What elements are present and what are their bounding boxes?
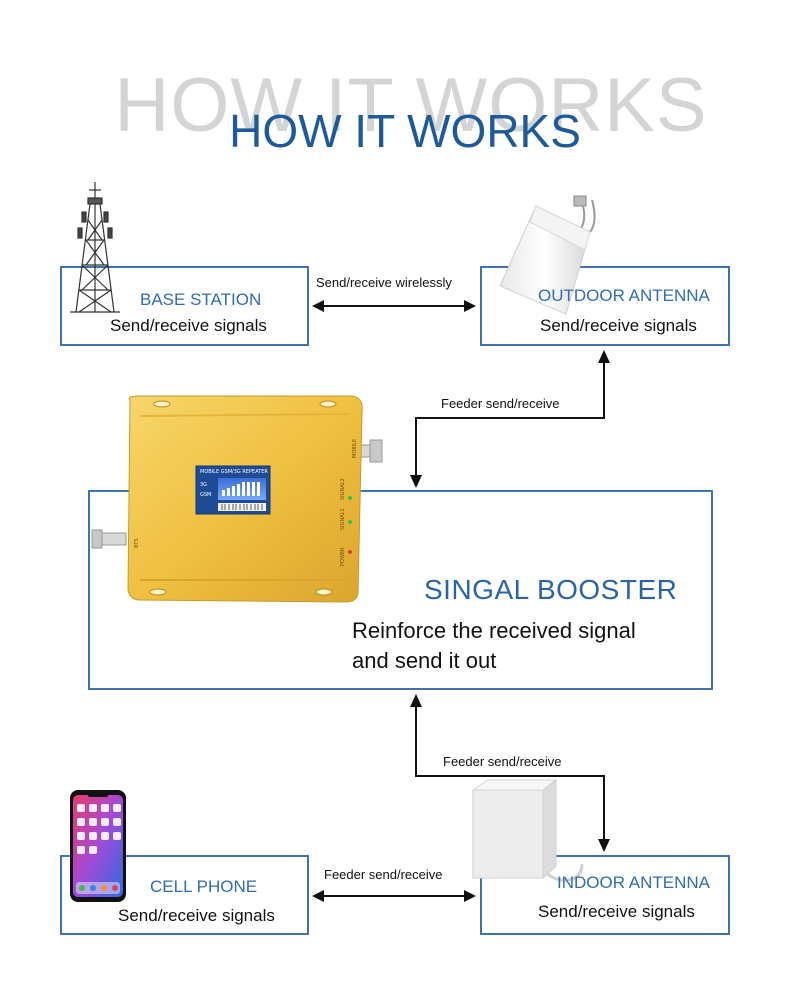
title-shadow: HOW IT WORKS — [114, 63, 708, 148]
page-title: HOW IT WORKS — [229, 105, 581, 157]
booster-title: SINGAL BOOSTER — [424, 574, 678, 605]
base-station-subtitle: Send/receive signals — [110, 316, 267, 335]
indoor-antenna-subtitle: Send/receive signals — [538, 902, 695, 921]
feeder-bottom-label: Feeder send/receive — [324, 867, 443, 882]
feeder-top-arrow — [415, 362, 605, 478]
outdoor-antenna-icon — [499, 195, 596, 315]
indoor-antenna-title: INDOOR ANTENNA — [557, 873, 711, 892]
band-gsm-label: GSM — [200, 492, 211, 498]
booster-line-2: and send it out — [352, 648, 497, 673]
signal2-led — [348, 496, 352, 500]
signal1-label: SIGNAL1 — [340, 508, 346, 530]
feeder-top-label: Feeder send/receive — [441, 396, 560, 411]
base-station-title: BASE STATION — [140, 290, 262, 309]
booster-line-1: Reinforce the received signal — [352, 618, 636, 643]
outdoor-antenna-title: OUTDOOR ANTENNA — [538, 286, 710, 305]
power-label: POWER — [340, 547, 346, 566]
outdoor-antenna-box — [480, 266, 730, 346]
cell-tower-icon — [70, 182, 120, 313]
power-led — [348, 550, 352, 554]
feeder-mid-label: Feeder send/receive — [443, 754, 562, 769]
repeater-label: MOBILE GSM/3G REPEATER — [200, 469, 268, 475]
signal-booster-device: MOBILE GSM/3G REPEATER 3G GSM MOBILE BTS… — [91, 395, 383, 603]
feeder-mid-arrow — [415, 706, 605, 842]
connections — [312, 300, 610, 902]
bts-port-label: BTS — [134, 538, 140, 548]
wireless-label: Send/receive wirelessly — [316, 275, 452, 290]
cell-phone-subtitle: Send/receive signals — [118, 906, 275, 925]
signal1-led — [348, 520, 352, 524]
outdoor-antenna-subtitle: Send/receive signals — [540, 316, 697, 335]
signal2-label: SIGNAL2 — [340, 478, 346, 500]
cell-phone-title: CELL PHONE — [150, 877, 258, 896]
mobile-port-label: MOBILE — [352, 439, 358, 458]
indoor-antenna-icon — [471, 778, 584, 882]
cell-phone-icon — [70, 790, 126, 902]
band-3g-label: 3G — [200, 482, 207, 488]
